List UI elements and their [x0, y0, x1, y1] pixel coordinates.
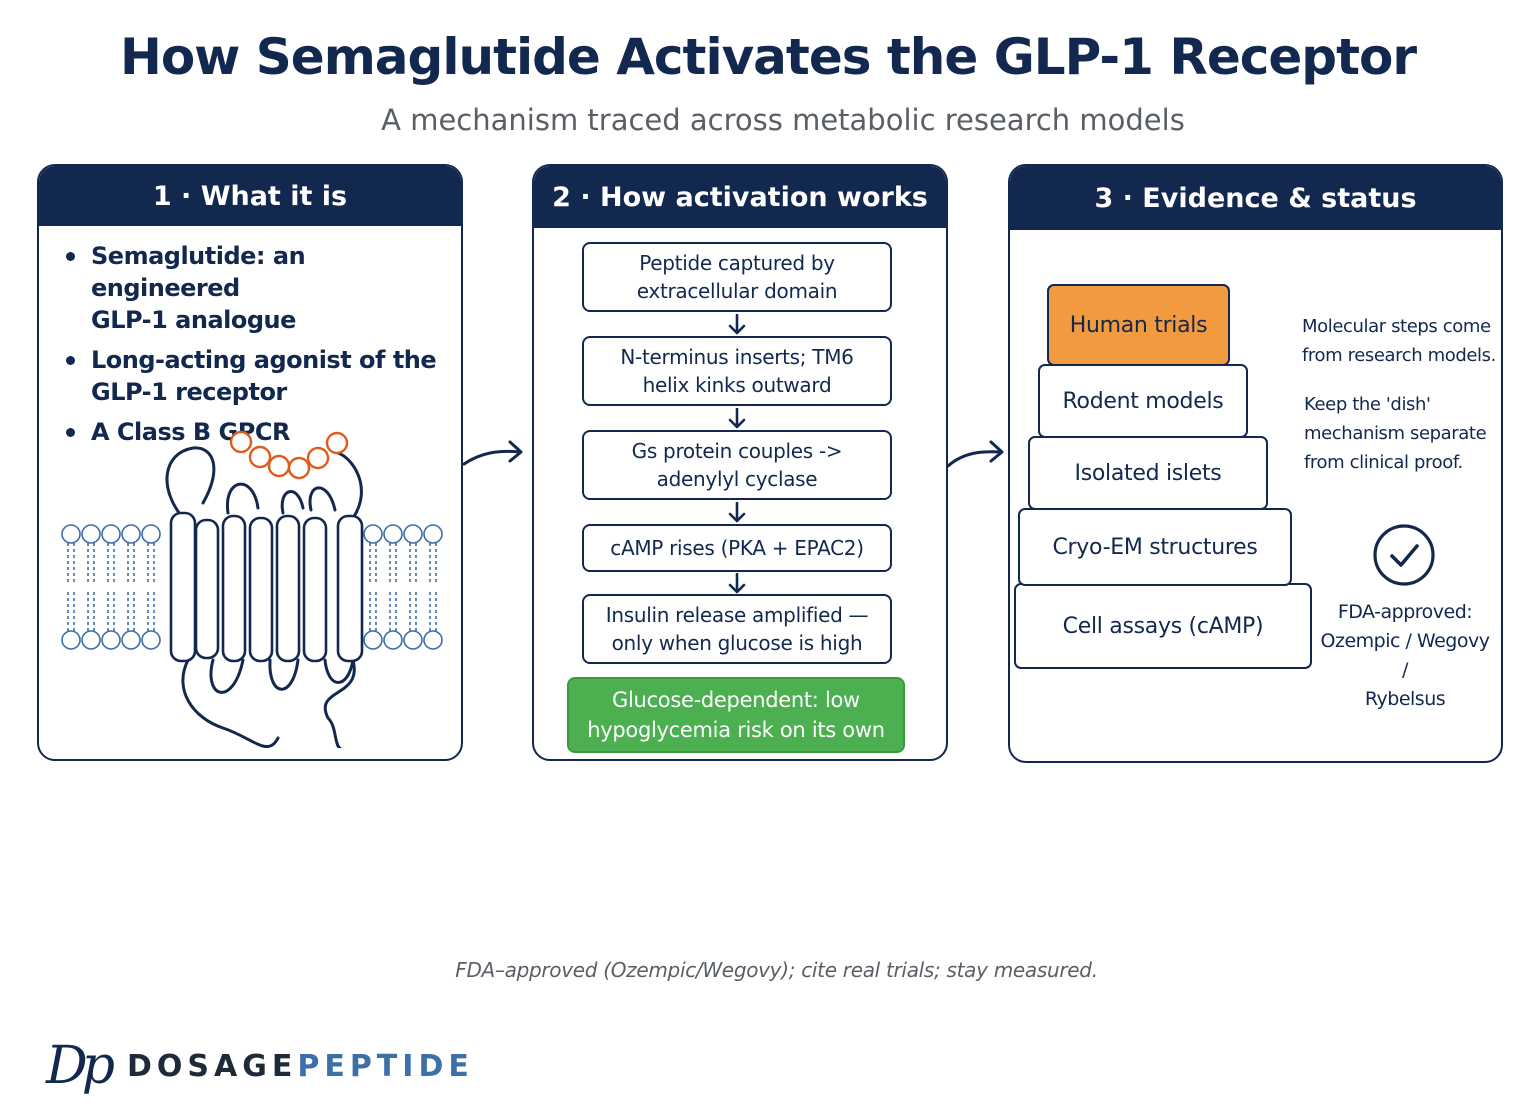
- footnote: FDA–approved (Ozempic/Wegovy); cite real…: [455, 958, 1098, 982]
- lipid-head: [141, 630, 161, 650]
- page-subtitle: A mechanism traced across metabolic rese…: [381, 103, 1185, 137]
- page-title: How Semaglutide Activates the GLP-1 Rece…: [119, 28, 1417, 86]
- bullet-item: A Class B GPCR: [63, 416, 451, 448]
- lipid-head: [101, 630, 121, 650]
- flow-step: cAMP rises (PKA + EPAC2): [582, 524, 892, 572]
- lipid-head: [363, 630, 383, 650]
- lipid-head: [101, 524, 121, 544]
- bullet-list: Semaglutide: an engineered GLP-1 analogu…: [63, 240, 451, 456]
- lipid-head: [403, 524, 423, 544]
- lipid-head: [383, 630, 403, 650]
- brand-mark: Dp: [46, 1036, 115, 1096]
- arrow-down-icon: [728, 408, 746, 429]
- lipid-head: [121, 630, 141, 650]
- lipid-head: [81, 630, 101, 650]
- lipid-head: [403, 630, 423, 650]
- evidence-level-highlight: Human trials: [1047, 284, 1230, 366]
- arrow-right-icon: [462, 440, 523, 466]
- lipid-head: [383, 524, 403, 544]
- check-circle-icon: [1373, 524, 1435, 586]
- gpcr-receptor-in-membrane-icon: [61, 430, 443, 748]
- panel-heading: 3 · Evidence & status: [1010, 166, 1501, 230]
- flow-step: Insulin release amplified —only when glu…: [582, 594, 892, 664]
- arrow-down-icon: [728, 502, 746, 523]
- lipid-head: [423, 630, 443, 650]
- evidence-level: Isolated islets: [1028, 436, 1268, 510]
- brand-word-dosage: DOSAGE: [126, 1048, 298, 1084]
- fda-status: FDA-approved:Ozempic / Wegovy /Rybelsus: [1320, 601, 1490, 710]
- arrow-down-icon: [728, 314, 746, 335]
- bullet-item: Long-acting agonist of the GLP-1 recepto…: [63, 344, 451, 408]
- brand-logo: Dp DOSAGE PEPTIDE: [46, 1036, 474, 1096]
- panel-what-it-is: 1 · What it is Semaglutide: an engineere…: [37, 164, 463, 761]
- evidence-level: Cryo-EM structures: [1018, 508, 1292, 586]
- lipid-head: [121, 524, 141, 544]
- lipid-head: [61, 524, 81, 544]
- lipid-head: [423, 524, 443, 544]
- lipid-head: [61, 630, 81, 650]
- brand-word-peptide: PEPTIDE: [297, 1048, 474, 1084]
- panel-how-activation-works: 2 · How activation works Peptide capture…: [532, 164, 948, 761]
- arrow-right-icon: [946, 440, 1004, 468]
- evidence-level: Rodent models: [1038, 364, 1248, 438]
- evidence-level: Cell assays (cAMP): [1014, 583, 1312, 669]
- panel-evidence-status: 3 · Evidence & status Cell assays (cAMP)…: [1008, 164, 1503, 763]
- panel-heading: 1 · What it is: [39, 166, 461, 226]
- lipid-head: [363, 524, 383, 544]
- flow-step: Gs protein couples ->adenylyl cyclase: [582, 430, 892, 500]
- panel-heading: 2 · How activation works: [534, 166, 946, 228]
- lipid-head: [81, 524, 101, 544]
- arrow-down-icon: [728, 573, 746, 594]
- bullet-item: Semaglutide: an engineered GLP-1 analogu…: [63, 240, 451, 336]
- lipid-head: [141, 524, 161, 544]
